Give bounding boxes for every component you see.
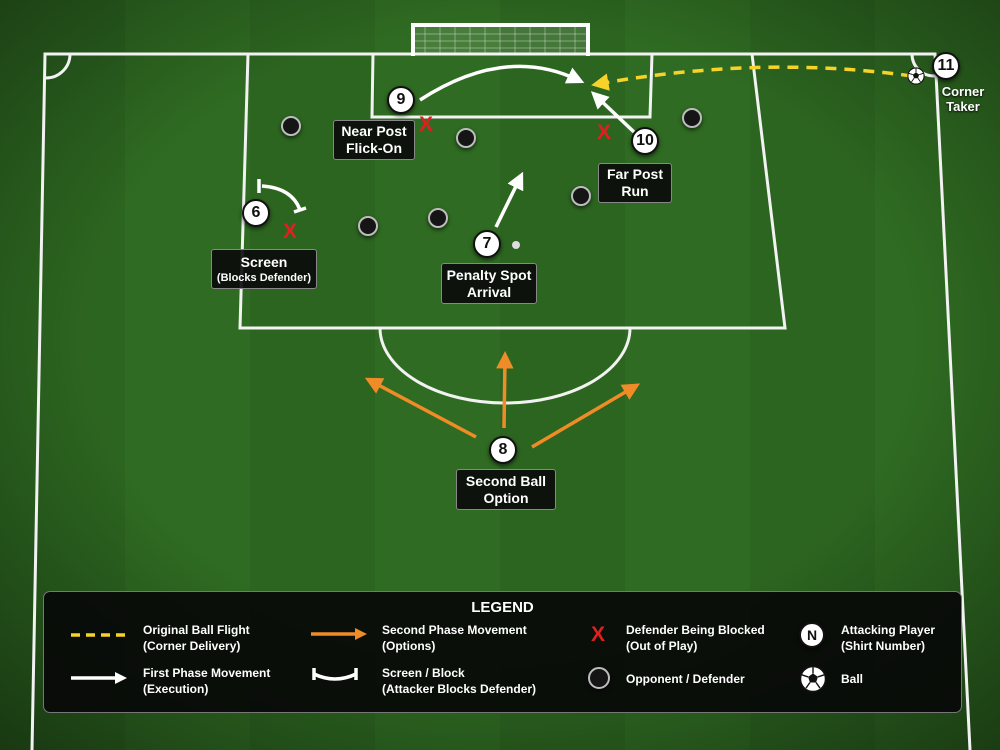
opponent-defender — [682, 108, 702, 128]
far-post-label-line1: Far Post — [606, 166, 663, 182]
legend-text: Opponent / Defender — [626, 672, 745, 686]
screen-label-line1: Screen — [240, 253, 288, 270]
blocked-defender-x-icon: X — [419, 113, 434, 136]
screen-label-line2: (Blocks Defender) — [216, 271, 312, 284]
corner-taker-label-line1: Corner — [941, 84, 985, 99]
legend-item-first-phase: First Phase Movement (Execution) — [143, 665, 270, 697]
legend-text: Second Phase Movement — [382, 623, 527, 637]
blocked-defender-x-icon: X — [597, 121, 612, 144]
far-post-label: Far Post Run — [598, 163, 672, 203]
far-post-label-line2: Run — [621, 183, 649, 199]
second-ball-label-line1: Second Ball — [465, 472, 547, 489]
legend-text: (Attacker Blocks Defender) — [382, 682, 537, 696]
player-10[interactable]: 10 — [631, 127, 659, 155]
legend-text: Screen / Block — [382, 666, 465, 680]
near-post-run-arrow — [419, 64, 585, 102]
legend-text: Ball — [841, 672, 864, 686]
goal-icon — [411, 23, 590, 56]
blocked-defender-x-icon: X — [283, 220, 298, 243]
ball-icon — [799, 665, 827, 693]
second-ball-right-arrow — [531, 383, 641, 449]
legend-title: LEGEND — [471, 599, 534, 616]
player-11[interactable]: 11 — [932, 52, 960, 80]
second-ball-label: Second Ball Option — [456, 469, 556, 510]
dashed-yellow-line-icon — [71, 633, 125, 637]
ball-icon — [907, 67, 925, 85]
player-8[interactable]: 8 — [489, 436, 517, 464]
penalty-spot-label-line1: Penalty Spot — [446, 266, 532, 283]
player-circle-icon: N — [799, 622, 825, 648]
opponent-defender — [428, 208, 448, 228]
player-6[interactable]: 6 — [242, 199, 270, 227]
legend-item-ball: Ball — [841, 671, 863, 687]
second-ball-label-line2: Option — [483, 489, 529, 506]
legend-text: Original Ball Flight — [143, 623, 250, 637]
opponent-circle-icon — [588, 667, 610, 689]
second-ball-center-arrow — [496, 351, 514, 429]
opponent-defender — [358, 216, 378, 236]
near-post-label-line2: Flick-On — [345, 140, 402, 156]
penalty-spot — [512, 241, 520, 249]
legend-item-blocked-defender: Defender Being Blocked (Out of Play) — [626, 622, 765, 654]
legend-text: Defender Being Blocked — [626, 623, 765, 637]
red-x-icon: X — [591, 623, 606, 646]
legend-text: (Corner Delivery) — [143, 639, 241, 653]
far-post-run-arrow — [590, 91, 636, 134]
near-post-label: Near Post Flick-On — [333, 120, 415, 160]
legend-text: (Shirt Number) — [841, 639, 925, 653]
penalty-spot-label-line2: Arrival — [466, 283, 512, 300]
opponent-defender — [456, 128, 476, 148]
corner-taker-label-line2: Taker — [946, 99, 980, 114]
screen-block-icon — [257, 179, 307, 214]
near-post-label-line1: Near Post — [341, 123, 407, 139]
legend-item-second-phase: Second Phase Movement (Options) — [382, 622, 527, 654]
second-ball-left-arrow — [364, 377, 477, 439]
legend-panel: LEGEND Original Ball Flight (Corner Deli… — [43, 591, 962, 713]
ball-flight-path — [591, 65, 913, 91]
legend-text: Attacking Player — [841, 623, 936, 637]
legend-text: (Execution) — [143, 682, 209, 696]
first-phase-movements — [419, 64, 636, 228]
opponent-defender — [571, 186, 591, 206]
opponent-defender — [281, 116, 301, 136]
player-9[interactable]: 9 — [387, 86, 415, 114]
legend-item-opponent: Opponent / Defender — [626, 671, 745, 687]
white-arrow-icon — [71, 672, 127, 684]
penalty-spot-run-arrow — [494, 171, 524, 228]
orange-arrow-icon — [311, 628, 367, 640]
legend-item-ball-flight: Original Ball Flight (Corner Delivery) — [143, 622, 250, 654]
legend-text: First Phase Movement — [143, 666, 271, 680]
corner-taker-label: Corner Taker — [932, 84, 994, 114]
screen-block-icon — [312, 668, 358, 681]
legend-item-attacking-player: Attacking Player (Shirt Number) — [841, 622, 935, 654]
legend-item-screen-block: Screen / Block (Attacker Blocks Defender… — [382, 665, 536, 697]
second-phase-movements — [364, 351, 641, 449]
player-7[interactable]: 7 — [473, 230, 501, 258]
legend-text: (Options) — [382, 639, 436, 653]
legend-text: (Out of Play) — [626, 639, 698, 653]
screen-label: Screen (Blocks Defender) — [211, 249, 317, 289]
penalty-spot-label: Penalty Spot Arrival — [441, 263, 537, 304]
